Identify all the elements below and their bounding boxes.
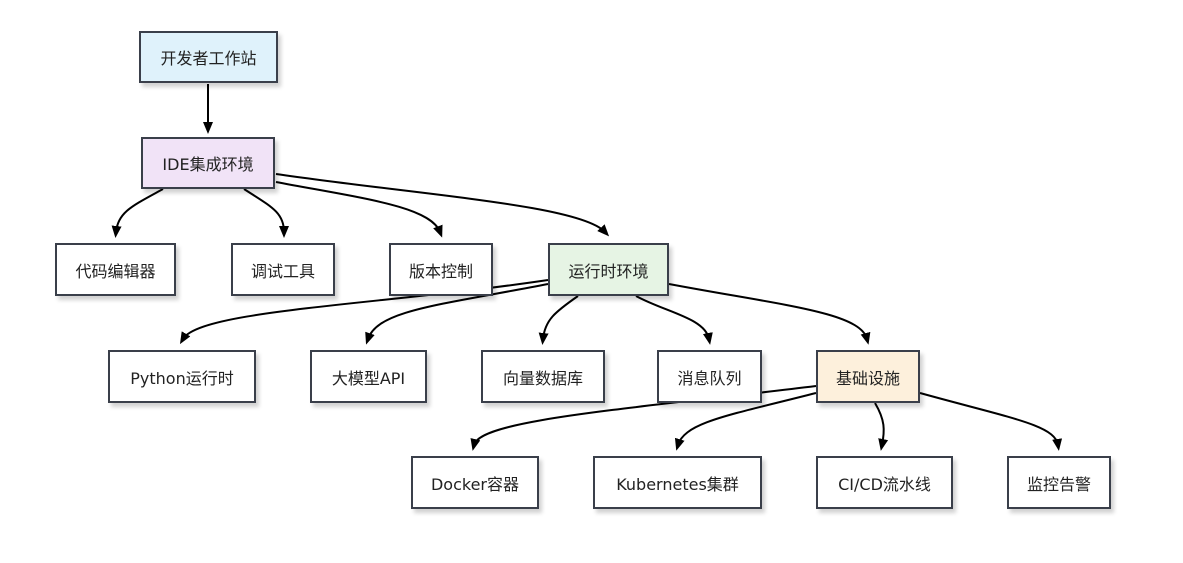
edge-ide-to-debug-tools — [243, 188, 289, 238]
node-version-control[interactable]: 版本控制 — [389, 243, 493, 296]
node-message-queue[interactable]: 消息队列 — [657, 350, 762, 403]
node-ide-environment[interactable]: IDE集成环境 — [141, 137, 275, 189]
node-docker-container[interactable]: Docker容器 — [411, 456, 539, 509]
edge-runtime-env-to-vector-db — [538, 295, 579, 345]
node-llm-api[interactable]: 大模型API — [310, 350, 427, 403]
node-kubernetes-cluster[interactable]: Kubernetes集群 — [593, 456, 762, 509]
edge-ide-to-runtime-env — [275, 173, 610, 237]
edge-runtime-env-to-llm-api — [365, 283, 549, 345]
node-vector-database[interactable]: 向量数据库 — [481, 350, 605, 403]
edge-infrastructure-to-cicd — [874, 402, 889, 451]
node-debug-tools[interactable]: 调试工具 — [231, 243, 335, 296]
edge-runtime-env-to-infrastructure — [668, 283, 871, 345]
edge-ide-to-version-control — [275, 181, 443, 238]
edge-ide-to-code-editor — [111, 188, 164, 238]
node-code-editor[interactable]: 代码编辑器 — [55, 243, 176, 296]
node-developer-workstation[interactable]: 开发者工作站 — [139, 31, 278, 83]
node-python-runtime[interactable]: Python运行时 — [108, 350, 256, 403]
edge-infrastructure-to-kubernetes — [674, 392, 817, 451]
node-runtime-environment[interactable]: 运行时环境 — [548, 243, 669, 296]
node-monitoring-alerts[interactable]: 监控告警 — [1007, 456, 1111, 509]
node-cicd-pipeline[interactable]: CI/CD流水线 — [816, 456, 953, 509]
edge-infrastructure-to-monitoring — [919, 392, 1063, 451]
node-infrastructure[interactable]: 基础设施 — [816, 350, 920, 403]
edge-runtime-env-to-message-queue — [635, 295, 713, 345]
